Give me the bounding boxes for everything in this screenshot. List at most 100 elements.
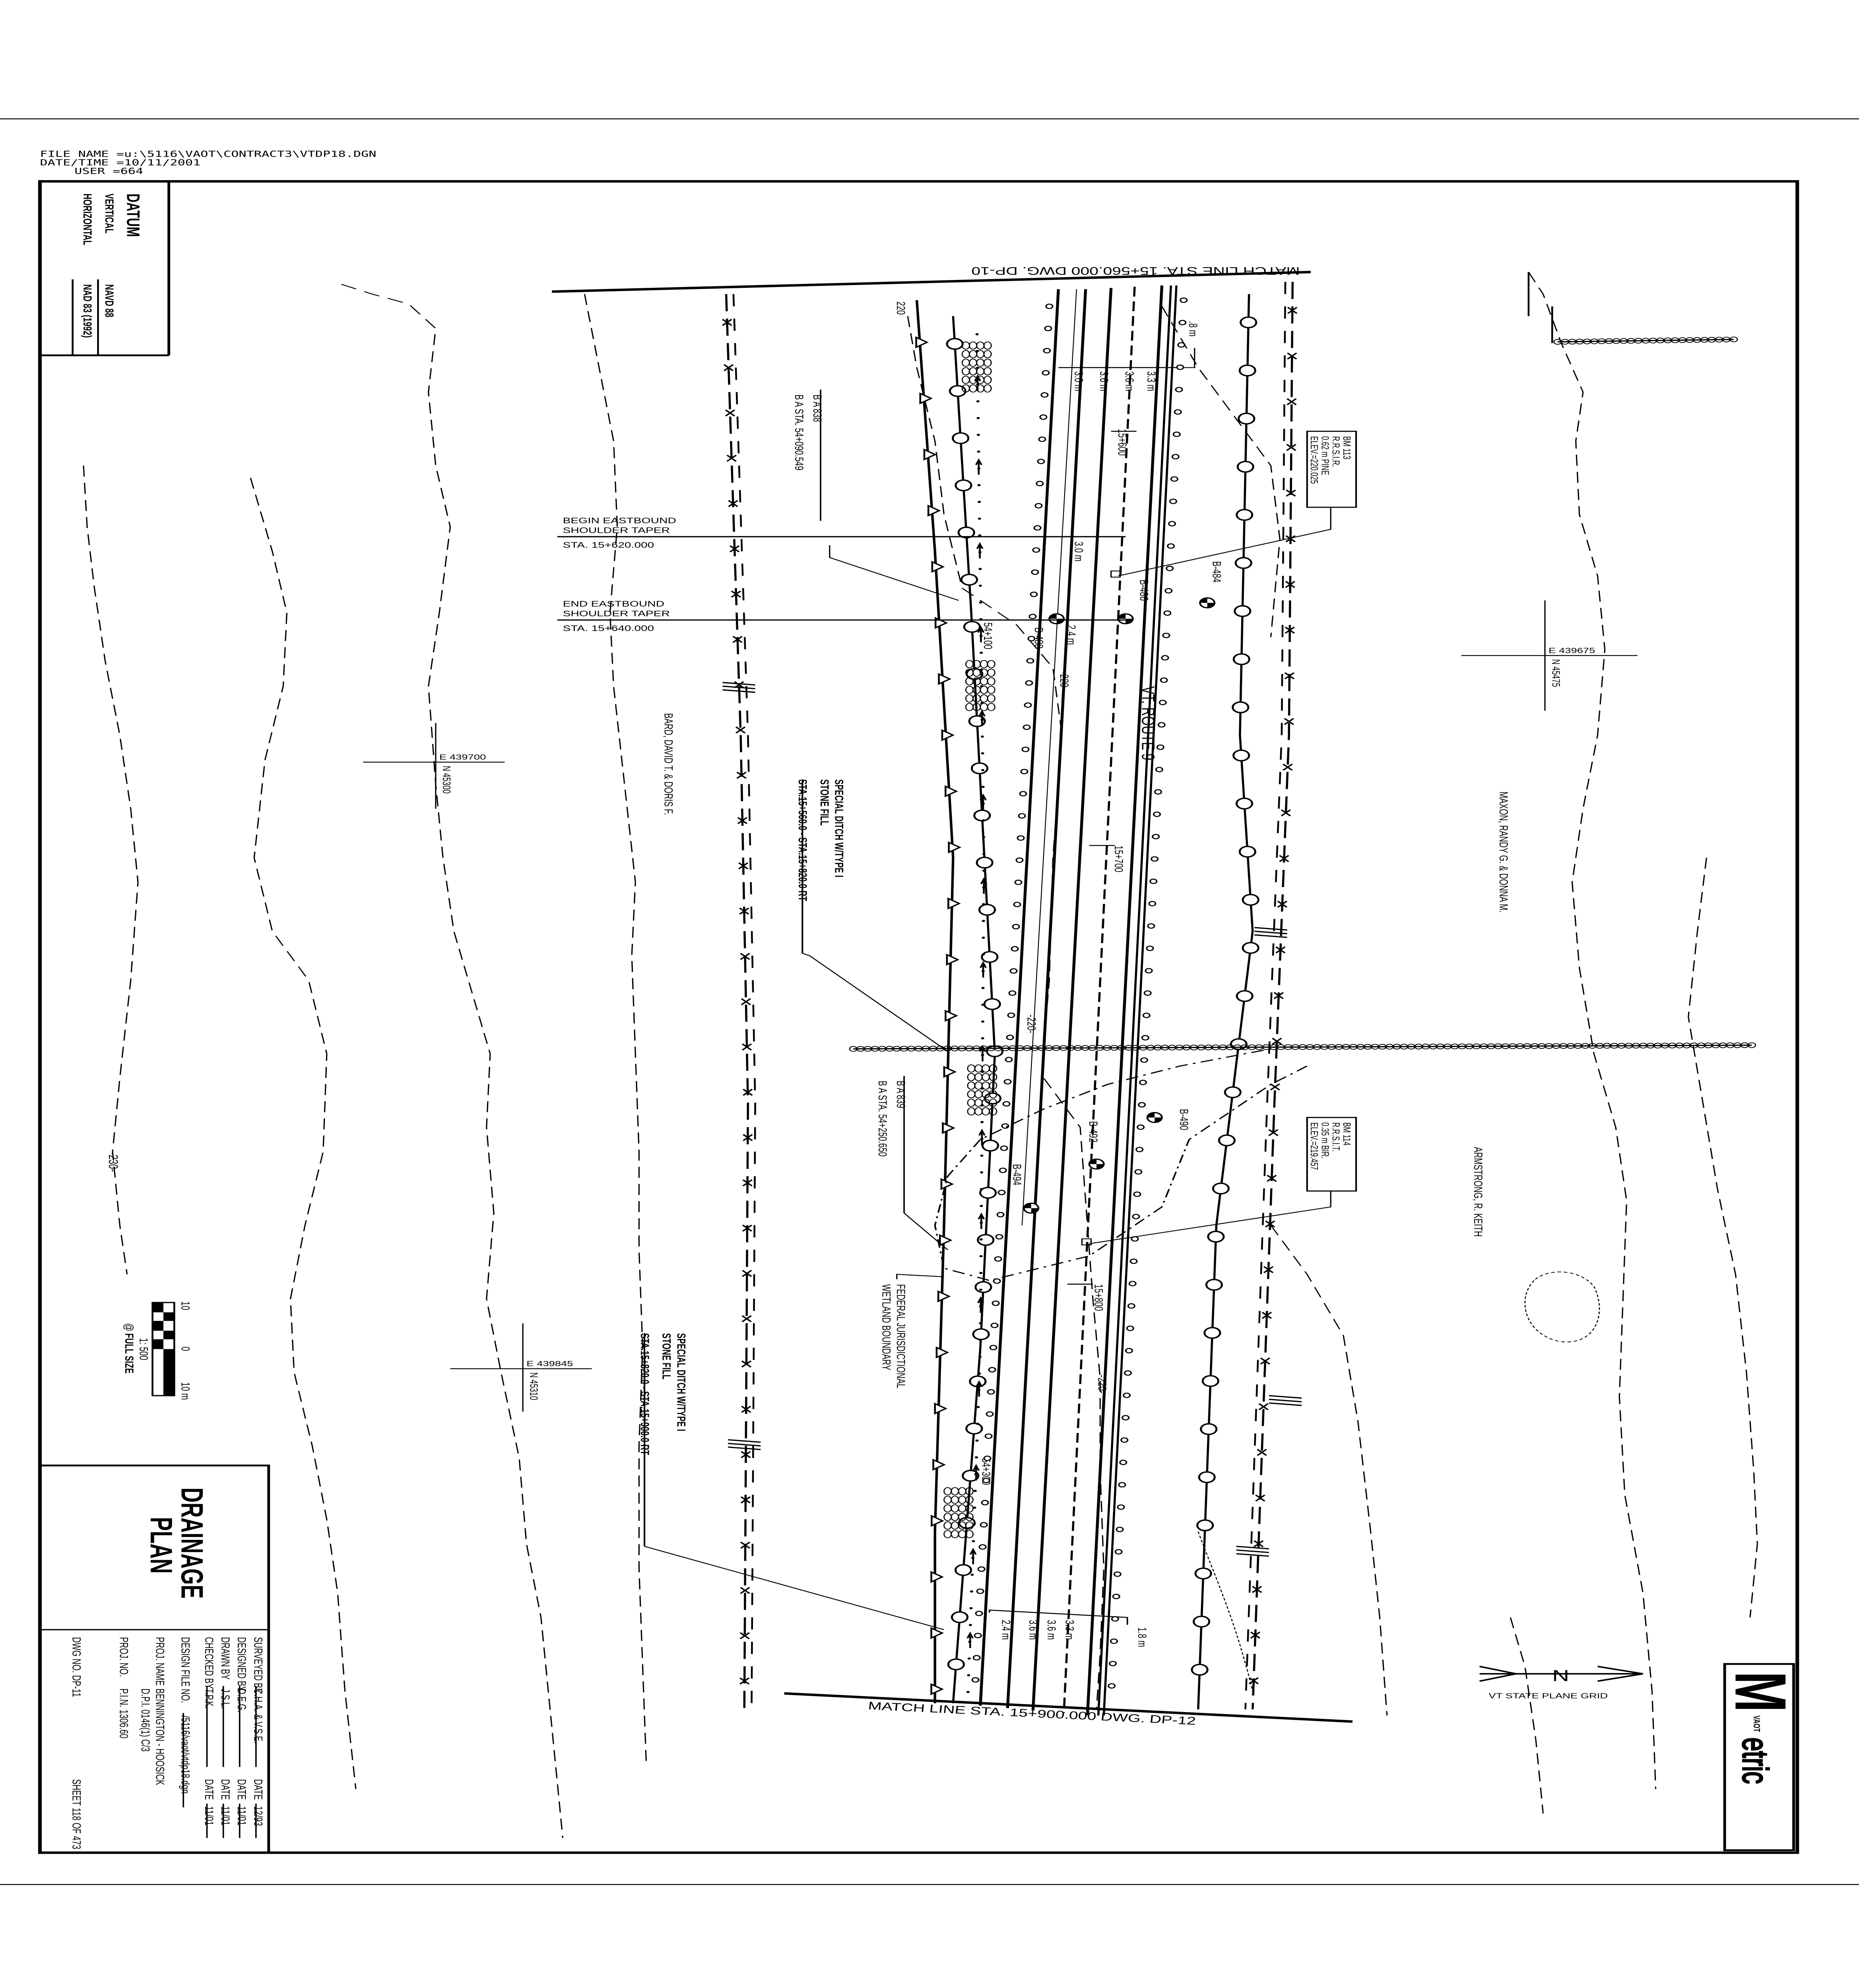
guard-post-icon bbox=[1152, 834, 1160, 839]
guard-post-icon bbox=[1042, 370, 1050, 376]
fence-x-mark bbox=[1258, 1403, 1269, 1410]
guard-post-icon bbox=[1008, 990, 1017, 996]
flow-arrow-icon bbox=[977, 1296, 984, 1313]
flow-dot bbox=[966, 1691, 970, 1693]
stone-fill-patch bbox=[961, 341, 992, 393]
contour-label: 220 bbox=[894, 301, 907, 315]
fence-x-mark bbox=[726, 454, 737, 462]
north-arrow: N VT STATE PLANE GRID bbox=[1479, 1666, 1644, 1700]
flow-arrow-icon bbox=[977, 626, 985, 643]
flow-arrow-icon bbox=[975, 458, 982, 475]
stone-icon bbox=[983, 350, 992, 358]
fence-x-mark bbox=[1286, 444, 1296, 451]
note-line: FEDERAL JURISDICTIONAL bbox=[894, 1284, 907, 1388]
stone-icon bbox=[965, 1495, 974, 1504]
ditch-flow-triangle-icon bbox=[919, 392, 933, 405]
guard-post-icon bbox=[976, 1588, 984, 1594]
logo-m: M bbox=[1720, 1672, 1801, 1712]
benchmark-113: BM 113 R.R.S.I.R. 0.62 m PINE ELEV.=220.… bbox=[1110, 431, 1357, 578]
flow-dot bbox=[979, 1238, 983, 1241]
utility-pole-icon bbox=[1196, 1519, 1214, 1532]
flow-dot bbox=[982, 920, 985, 922]
begin-taper-note: BEGIN EASTBOUND SHOULDER TAPER STA. 15+6… bbox=[557, 516, 1126, 549]
ditch-flow-triangle-icon bbox=[945, 1010, 958, 1022]
guard-post-icon bbox=[1177, 342, 1186, 348]
guard-post-icon bbox=[1176, 364, 1184, 370]
utility-pole-icon bbox=[1201, 1375, 1219, 1387]
note-line: STA. 15+640.000 bbox=[563, 624, 654, 633]
ditch-flow-triangle-icon bbox=[935, 1346, 949, 1359]
guard-post-icon bbox=[1011, 946, 1019, 952]
fence-x-mark bbox=[741, 1406, 751, 1413]
fence-x-mark bbox=[1285, 581, 1296, 588]
guard-post-icon bbox=[1017, 835, 1025, 841]
guard-post-icon bbox=[980, 1522, 988, 1528]
guard-post-icon bbox=[989, 1345, 997, 1351]
guard-post-icon bbox=[1140, 1057, 1148, 1063]
fence-x-mark bbox=[1266, 1175, 1277, 1182]
guard-post-icon bbox=[1108, 1683, 1116, 1689]
sheet-number: SHEET 118 OF 473 bbox=[70, 1779, 83, 1849]
guard-post-icon bbox=[1151, 856, 1159, 862]
date-time: DATE/TIME =10/11/2001 bbox=[40, 158, 200, 168]
guard-post-icon bbox=[1111, 1616, 1119, 1622]
utility-pole-icon bbox=[1224, 1086, 1242, 1099]
boring-label: B-492 bbox=[1087, 1121, 1100, 1142]
property-owner-label: ARMSTRONG, R. KEITH bbox=[1471, 1147, 1484, 1237]
utility-pole-icon bbox=[1238, 412, 1256, 425]
stone-icon bbox=[987, 694, 995, 703]
guard-post-icon bbox=[978, 1544, 987, 1550]
north-letter: N bbox=[1552, 1667, 1569, 1685]
boring-quadrant bbox=[1031, 1208, 1038, 1213]
title-block: DRAINAGE PLAN SURVEYED BYC.H.A. & V.S.E.… bbox=[39, 1464, 270, 1854]
guard-post-icon bbox=[1031, 569, 1039, 575]
flow-dot bbox=[975, 1439, 979, 1442]
guard-post-icon bbox=[1007, 1012, 1015, 1018]
guard-post-icon bbox=[1170, 476, 1178, 482]
datum-vertical-label: VERTICAL bbox=[103, 194, 116, 233]
fence-x-mark bbox=[1282, 763, 1293, 771]
logo-badge: VAOT bbox=[1751, 1716, 1762, 1732]
guard-post-icon bbox=[1147, 923, 1155, 929]
scale-ratio: 1: 500 bbox=[137, 1338, 150, 1360]
fence-x-mark bbox=[1268, 1129, 1279, 1136]
utility-pole-icon bbox=[1238, 846, 1256, 858]
fence-x-mark bbox=[739, 1677, 750, 1685]
utility-pole-icon bbox=[957, 526, 975, 539]
fence-x-mark bbox=[1286, 398, 1297, 406]
fence-x-mark bbox=[741, 1451, 751, 1458]
flow-dot bbox=[981, 1004, 985, 1006]
dimension-label: 3.6 m bbox=[1027, 1620, 1040, 1640]
utility-pole-icon bbox=[979, 1186, 997, 1199]
note-line: B A STA. 54+250.650 bbox=[876, 1081, 889, 1157]
flow-dot bbox=[982, 836, 986, 839]
utility-pole-icon bbox=[983, 998, 1001, 1010]
flow-dot bbox=[976, 417, 980, 419]
guard-post-icon bbox=[971, 1677, 980, 1683]
flow-dot bbox=[978, 568, 982, 570]
gate-mark bbox=[1236, 1553, 1269, 1557]
guard-post-icon bbox=[983, 1456, 992, 1461]
benchmark-line: R.R.S.I.R. bbox=[1330, 436, 1342, 467]
stone-icon bbox=[989, 1107, 997, 1116]
fence-x-mark bbox=[1265, 1220, 1275, 1228]
guard-post-icon bbox=[1167, 543, 1175, 549]
flow-dot bbox=[980, 735, 984, 738]
special-ditch-note-2: SPECIAL DITCH W/TYPE I STONE FILL STA.15… bbox=[638, 1333, 945, 1630]
stone-fill-patch bbox=[943, 1487, 974, 1538]
guard-post-icon bbox=[1163, 610, 1172, 616]
match-line-bottom bbox=[784, 1692, 1353, 1723]
utility-pole-icon bbox=[977, 1234, 995, 1246]
fence-x-mark bbox=[1252, 1586, 1262, 1593]
flow-dot bbox=[978, 534, 982, 537]
gate-mark bbox=[1236, 1549, 1269, 1553]
proj-no-label: PROJ. NO. bbox=[117, 1637, 130, 1677]
flow-dot bbox=[980, 1154, 984, 1157]
signoff-date-label: DATE bbox=[219, 1779, 232, 1800]
signoff-date: 11/01 bbox=[202, 1806, 215, 1826]
drawing-marks bbox=[722, 282, 1302, 1710]
utility-pole-icon bbox=[954, 1564, 972, 1576]
grid-tick-3: E 439845 N 45310 bbox=[450, 1323, 592, 1412]
guard-post-icon bbox=[1117, 1504, 1125, 1510]
gate-mark bbox=[722, 689, 755, 693]
